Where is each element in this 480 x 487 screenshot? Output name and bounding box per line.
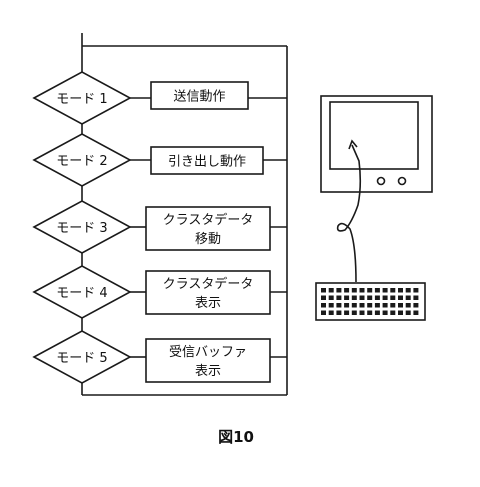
monitor-screen (329, 101, 419, 170)
key (321, 310, 326, 315)
key (351, 303, 357, 308)
keyboard-keys (321, 288, 419, 315)
mode-row-1: モード 1 送信動作 (32, 71, 287, 125)
action-box (150, 81, 249, 110)
action-label: 引き出し動作 (168, 155, 246, 170)
key (413, 295, 419, 300)
mode-label: モード 2 (56, 154, 107, 169)
action-box (145, 270, 271, 315)
action-box (145, 338, 271, 383)
light-pen-cable (336, 144, 362, 283)
monitor-body (320, 95, 433, 193)
key (390, 288, 396, 293)
key (344, 303, 350, 308)
key (405, 295, 411, 300)
action-box (150, 146, 264, 175)
key (336, 288, 342, 293)
key (321, 288, 326, 293)
key (374, 310, 380, 315)
light-pen-tip (348, 139, 358, 150)
figure-caption: 図10 (218, 428, 254, 446)
keyboard-icon (315, 282, 426, 321)
key (359, 310, 365, 315)
action-label: 表示 (195, 296, 221, 311)
action-label: 表示 (195, 364, 221, 379)
action-label: クラスタデータ (163, 212, 254, 228)
key (351, 310, 357, 315)
action-label: クラスタデータ (163, 276, 254, 292)
key (405, 303, 411, 308)
monitor-icon (320, 95, 433, 283)
key (367, 310, 373, 315)
action-label: 移動 (195, 232, 221, 247)
key (382, 303, 388, 308)
key (328, 295, 334, 300)
key (382, 288, 388, 293)
mode-label: モード 5 (56, 351, 107, 366)
key (382, 295, 388, 300)
key (321, 295, 326, 300)
key (336, 295, 342, 300)
key (367, 288, 373, 293)
key (367, 295, 373, 300)
action-label: 受信バッファ (169, 345, 247, 360)
action-label: 送信動作 (173, 90, 225, 105)
key (374, 295, 380, 300)
key (413, 303, 419, 308)
key (413, 310, 419, 315)
key (359, 295, 365, 300)
monitor-knob-left (376, 176, 386, 186)
key (367, 303, 373, 308)
key (344, 288, 350, 293)
key (336, 303, 342, 308)
mode-label: モード 4 (56, 286, 107, 301)
mode-label: モード 3 (56, 221, 107, 236)
key (344, 310, 350, 315)
key (398, 295, 403, 300)
key (344, 295, 350, 300)
key (328, 288, 334, 293)
key (359, 303, 365, 308)
action-box (145, 206, 271, 251)
key (351, 288, 357, 293)
key (398, 310, 403, 315)
monitor-knob-right (397, 176, 407, 186)
key (321, 303, 326, 308)
key (398, 288, 403, 293)
mode-label: モード 1 (56, 92, 107, 107)
key (328, 310, 334, 315)
key (413, 288, 419, 293)
key (374, 303, 380, 308)
key (328, 303, 334, 308)
key (405, 310, 411, 315)
key (351, 295, 357, 300)
key (336, 310, 342, 315)
key (382, 310, 388, 315)
key (359, 288, 365, 293)
key (390, 310, 396, 315)
mode-row-2: モード 2 引き出し動作 (32, 124, 287, 187)
key (405, 288, 411, 293)
key (374, 288, 380, 293)
key (390, 295, 396, 300)
key (398, 303, 403, 308)
key (390, 303, 396, 308)
